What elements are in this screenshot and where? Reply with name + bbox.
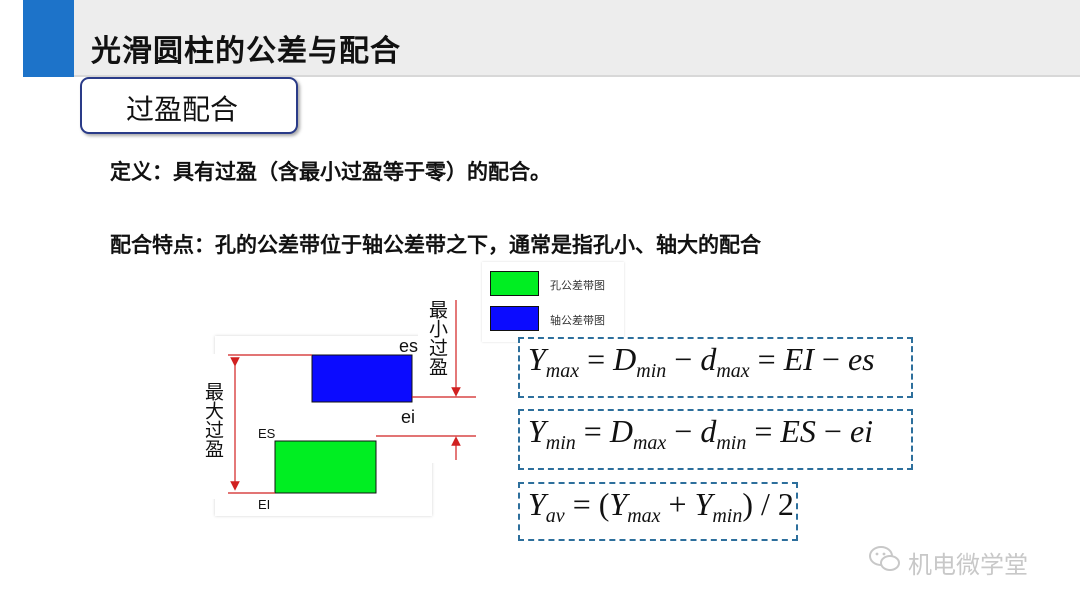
label-ei: ei <box>401 407 416 427</box>
label-max-interference: 最大过盈 <box>202 382 224 458</box>
header-accent-bar <box>23 0 74 77</box>
wechat-icon <box>869 546 900 571</box>
label-EI: EI <box>258 497 271 512</box>
page-title: 光滑圆柱的公差与配合 <box>91 34 401 69</box>
legend-label-hole: 孔公差带图 <box>550 279 605 292</box>
characteristic-text: 配合特点：孔的公差带位于轴公差带之下，通常是指孔小、轴大的配合 <box>110 233 761 257</box>
formula-y-av: Yav = (Ymax + Ymin) / 2 <box>518 482 798 541</box>
label-es: es <box>399 336 419 356</box>
formula-y-min: Ymin = Dmax − dmin = ES − ei <box>518 409 913 470</box>
label-ES: ES <box>258 426 276 441</box>
legend-swatch-shaft <box>490 306 539 331</box>
legend-swatch-hole <box>490 271 539 296</box>
formula-y-max: Ymax = Dmin − dmax = EI − es <box>518 337 913 398</box>
header-bar <box>74 0 1080 77</box>
legend-label-shaft: 轴公差带图 <box>550 314 605 327</box>
definition-text: 定义：具有过盈（含最小过盈等于零）的配合。 <box>110 160 551 184</box>
watermark-text: 机电微学堂 <box>908 551 1028 579</box>
tolerance-diagram-strip <box>418 288 476 463</box>
hole-tolerance-zone <box>274 440 377 494</box>
legend: 孔公差带图 轴公差带图 <box>482 262 624 342</box>
shaft-tolerance-zone <box>311 354 413 403</box>
tolerance-diagram-left-strip <box>195 354 221 499</box>
section-label-box: 过盈配合 <box>80 77 298 134</box>
section-label: 过盈配合 <box>126 93 239 126</box>
label-min-interference: 最小过盈 <box>426 300 448 376</box>
